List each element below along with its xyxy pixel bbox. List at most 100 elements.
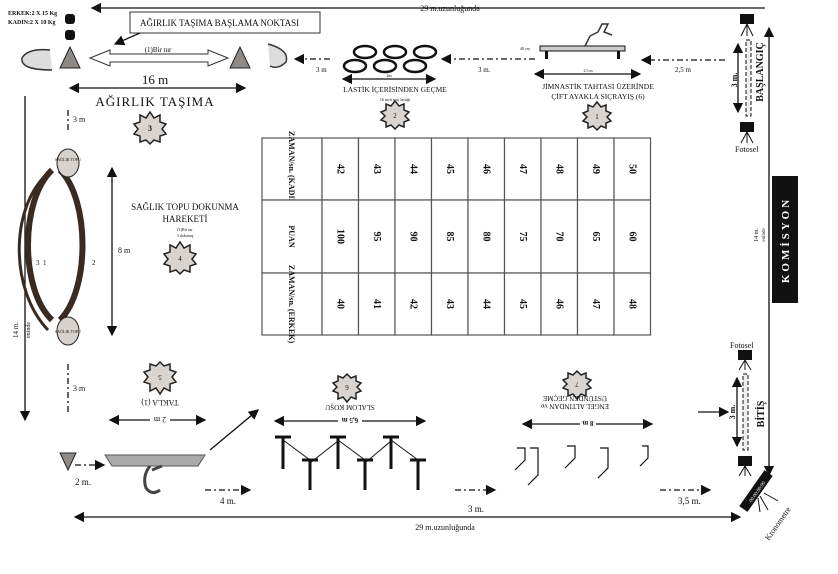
svg-text:6: 6	[345, 383, 349, 391]
chronometer-icon: 00:00:00:00	[739, 470, 773, 512]
start-point-label: AĞIRLIK TAŞIMA BAŞLAMA NOKTASI	[140, 18, 299, 28]
dist-bench-tires: 3 m.	[478, 66, 491, 74]
cone-icon	[59, 452, 77, 472]
table-cell	[540, 199, 579, 274]
table-cell-value: 70	[553, 232, 564, 242]
weight-title: AĞIRLIK TAŞIMA	[95, 94, 214, 109]
slalom-poles-icon	[275, 435, 426, 490]
station-1-badge: 1	[581, 100, 613, 132]
start-photocell-label: Fotosel	[735, 145, 759, 154]
table-cell-value: 43	[371, 164, 382, 174]
weight-female: KADIN:2 X 10 Kg	[8, 20, 56, 26]
table-cell	[467, 272, 506, 336]
bottom-length-label: 29 m.uzunluğunda	[415, 523, 475, 532]
left-side-label-2: eninde	[26, 322, 32, 338]
table-cell-value: 44	[407, 164, 418, 174]
table-cell-value: 80	[480, 232, 491, 242]
table-cell-value: 48	[553, 164, 564, 174]
svg-text:7: 7	[575, 380, 579, 388]
commission-label: KOMİSYON	[780, 197, 792, 283]
medball-note-1: (1)Bir tur	[177, 227, 193, 232]
photocell-camera-icon	[740, 122, 754, 144]
table-cell	[540, 137, 579, 201]
table-cell-value: 50	[626, 164, 637, 174]
path-arrow-3	[17, 173, 50, 332]
table-cell-value: 49	[590, 164, 601, 174]
hurdle-title-2: ÜSTÜNDEN GEÇME	[543, 394, 607, 402]
table-row-header-cell	[261, 272, 323, 336]
path-number: 3	[36, 259, 40, 267]
path-number: 1	[43, 259, 47, 267]
station-4-badge: 4	[162, 240, 198, 276]
table-cell-value: 65	[590, 232, 601, 242]
table-cell-value: 100	[334, 229, 345, 244]
bench-title-1: JİMNASTİK TAHTASI ÜZERİNDE	[542, 82, 654, 91]
svg-text:2: 2	[393, 112, 397, 120]
slalom-title: SLALOM KOŞU	[325, 403, 375, 411]
roll-figure-icon	[143, 464, 163, 495]
photocell-camera-icon	[740, 14, 754, 37]
table-cell	[467, 199, 506, 274]
bench-height: 40 cm	[520, 46, 531, 51]
table-cell	[503, 137, 542, 201]
right-side-label-2: eninde	[762, 228, 767, 242]
roll-length: 2 m	[153, 415, 166, 424]
table-cell-value: 45	[444, 164, 455, 174]
weight-distance-label: 16 m	[142, 72, 168, 87]
medball-title-1: SAĞLIK TOPU DOKUNMA	[131, 202, 239, 212]
weight-icon	[65, 30, 75, 40]
finish-line	[742, 373, 749, 451]
roll-title: TAKLA (1)	[141, 398, 179, 407]
cone-icon	[229, 45, 251, 69]
tires-title: LASTİK İÇERİSİNDEN GEÇME	[343, 85, 447, 94]
bench-icon	[539, 23, 626, 59]
table-cell-value: 41	[371, 299, 382, 309]
table-cell-value: 40	[334, 299, 345, 309]
station-5-badge: 5	[142, 360, 178, 396]
table-cell-value: 42	[334, 164, 345, 174]
table-cell	[613, 137, 652, 201]
left-side-label: 14 m.	[12, 322, 20, 338]
start-point-pointer	[113, 32, 141, 46]
dist-hurdle-finish: 3,5 m.	[678, 496, 701, 506]
table-cell-value: 47	[590, 299, 601, 309]
dist-slalom-hurdle: 3 m.	[468, 504, 484, 514]
turn-arrow-icon	[267, 43, 288, 69]
finish-photocell-label: Fotosel	[730, 341, 754, 350]
station-2-badge: 2	[379, 99, 411, 131]
one-lap-arrow	[88, 49, 230, 67]
svg-text:3: 3	[148, 124, 152, 133]
bench-title-2: ÇİFT AYAKLA SIÇRAYIŞ (6)	[551, 92, 645, 101]
table-cell	[540, 272, 579, 336]
table-cell-value: 85	[444, 232, 455, 242]
start-label: BAŞLANGIÇ	[755, 42, 766, 101]
table-cell	[576, 137, 615, 201]
tires-note: 16 inch araç lastiği	[380, 97, 411, 102]
right-side-label: 14 m.	[754, 228, 760, 242]
svg-text:4: 4	[178, 255, 182, 263]
svg-text:1: 1	[595, 113, 599, 121]
path-number: 2	[92, 259, 96, 267]
table-row-header-cell	[261, 199, 323, 274]
table-row-header: PUAN	[287, 225, 296, 247]
table-cell	[321, 272, 360, 336]
finish-label: BİTİŞ	[755, 400, 767, 427]
table-cell-value: 48	[626, 299, 637, 309]
dist-mat: 2 m.	[75, 477, 91, 487]
dist-mat-slalom: 4 m.	[220, 496, 236, 506]
dist-tires-weight: 3 m	[316, 66, 327, 74]
finish-length: 3 m.	[728, 405, 737, 420]
table-cell	[357, 272, 396, 336]
chronometer-label: Kronometre	[763, 505, 793, 542]
one-lap-label: (1)Bir tur	[145, 46, 172, 54]
weight-male: ERKEK:2 X 15 Kg	[8, 11, 57, 17]
weight-icon	[65, 14, 75, 24]
table-cell-value: 43	[444, 299, 455, 309]
route-arrow	[209, 409, 259, 451]
table-cell-value: 90	[407, 232, 418, 242]
path-arrow-2	[57, 167, 86, 323]
svg-text:SAĞLIK TOPU: SAĞLIK TOPU	[55, 329, 81, 334]
table-cell	[613, 272, 652, 336]
start-length: 3 m.	[730, 73, 739, 88]
